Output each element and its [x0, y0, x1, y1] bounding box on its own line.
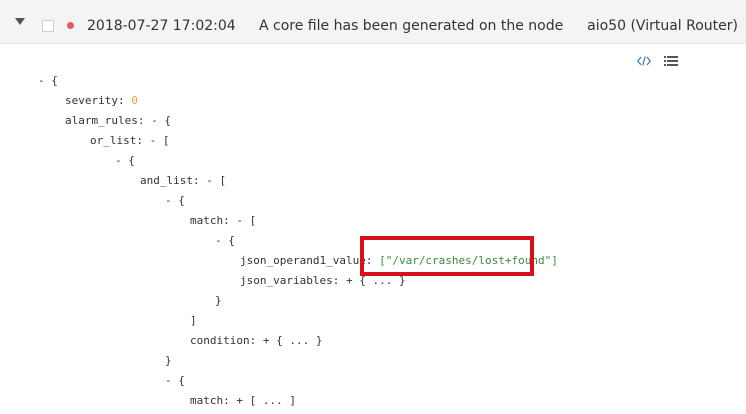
tree-line-condition[interactable]: condition: + { ... }	[190, 334, 323, 347]
tree-line-and-item-2[interactable]: - {	[165, 374, 185, 387]
tree-line-and-item-1[interactable]: - {	[165, 194, 185, 207]
list-view-icon[interactable]	[664, 55, 678, 67]
json-operand1-key: json_operand1_value:	[240, 254, 380, 267]
tree-line-alarm-rules[interactable]: alarm_rules: - {	[65, 114, 171, 127]
tree-line-severity: severity: 0	[65, 94, 138, 108]
tree-line-and-list[interactable]: and_list: - [	[140, 174, 227, 187]
alarm-node: aio50 (Virtual Router)	[587, 18, 738, 34]
tree-line-or-list[interactable]: or_list: - [	[90, 134, 170, 147]
tree-line-match-collapsed[interactable]: match: + [ ... ]	[190, 394, 296, 407]
tree-line-match-item[interactable]: - {	[215, 234, 235, 247]
collapse-caret-icon[interactable]	[15, 18, 25, 25]
severity-key: severity:	[65, 94, 132, 107]
severity-value: 0	[131, 94, 138, 107]
tree-root-toggle[interactable]: - {	[38, 74, 58, 87]
tree-line-close-brace-1: }	[215, 294, 222, 307]
tree-line-close-bracket: ]	[190, 314, 197, 327]
tree-line-or-item[interactable]: - {	[115, 154, 135, 167]
tree-line-close-brace-2: }	[165, 354, 172, 367]
alarm-status-dot	[67, 22, 74, 29]
json-operand1-value: ["/var/crashes/lost+found"]	[379, 254, 558, 267]
alarm-timestamp: 2018-07-27 17:02:04	[87, 18, 236, 34]
tree-line-json-variables[interactable]: json_variables: + { ... }	[240, 274, 406, 287]
row-select-checkbox[interactable]	[42, 20, 54, 32]
alarm-row-header[interactable]: 2018-07-27 17:02:04 A core file has been…	[0, 0, 746, 44]
tree-line-match[interactable]: match: - [	[190, 214, 257, 227]
highlight-annotation-box	[360, 236, 534, 276]
code-view-icon[interactable]	[637, 55, 651, 67]
alarm-message: A core file has been generated on the no…	[259, 18, 564, 34]
tree-line-json-operand1: json_operand1_value: ["/var/crashes/lost…	[240, 254, 558, 268]
